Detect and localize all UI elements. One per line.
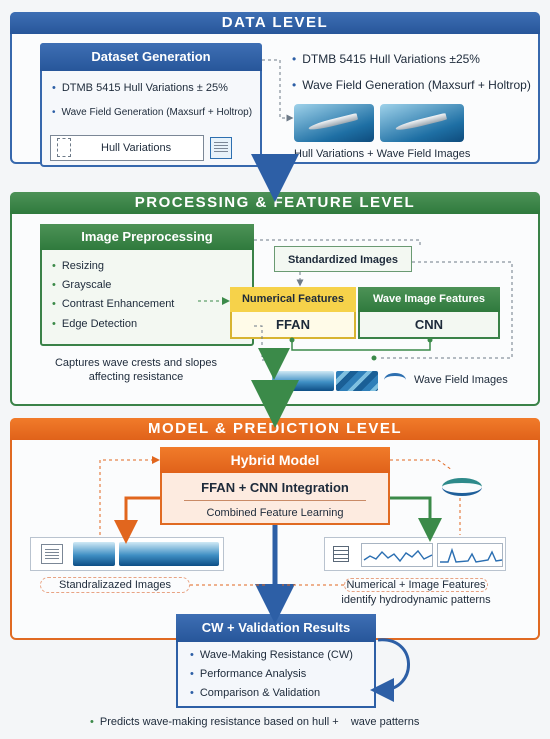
dash-preprocess-to-standardized <box>254 239 421 246</box>
loop-arrow-results <box>370 638 410 702</box>
hybrid-divider <box>184 500 366 501</box>
dataset-generation-title: Dataset Generation <box>40 43 262 71</box>
wave-field-image-2 <box>336 371 378 391</box>
results-item-cw: Wave-Making Resistance (CW) <box>190 649 353 661</box>
node-dot-3 <box>371 355 377 361</box>
dataset-item-wave: Wave Field Generation (Maxsurf + Holtrop… <box>52 107 253 118</box>
wave-field-images-label: Wave Field Images <box>414 374 508 386</box>
dash-wave-to-preprocess <box>254 325 272 361</box>
data-right-item-wave: Wave Field Generation (Maxsurf + Holtrop… <box>292 78 531 92</box>
standardized-images-label: Standardized Images <box>287 254 399 266</box>
hull-variations-chip: Hull Variations <box>50 135 204 161</box>
hybrid-integration-label: FFAN + CNN Integration <box>201 480 349 495</box>
ship-wave-image-2 <box>380 104 464 142</box>
ship-wave-image-1 <box>294 104 374 142</box>
left-caption-box: Standralizazed Images <box>40 577 190 593</box>
right-caption-line1: Numerical + Image Features <box>344 578 488 592</box>
image-preprocessing-title: Image Preprocessing <box>40 224 254 250</box>
processing-level-header: PROCESSING & FEATURE LEVEL <box>10 192 540 214</box>
dash-standardized-right <box>378 261 513 359</box>
left-wave-thumb <box>73 542 115 566</box>
numerical-features-title: Numerical Features <box>230 287 356 312</box>
page-icon <box>57 138 71 157</box>
right-caption-line2: identify hydrodynamic patterns <box>341 594 491 606</box>
preprocessing-contrast: Contrast Enhancement <box>52 298 175 310</box>
preprocessing-grayscale: Grayscale <box>52 279 112 291</box>
dash-dataset-to-images <box>262 59 294 122</box>
hybrid-model-box: Hybrid Model FFAN + CNN Integration Comb… <box>160 447 390 525</box>
footer-note: Predicts wave-making resistance based on… <box>90 716 419 728</box>
arrow-hybrid-to-left <box>114 496 160 544</box>
document-icon <box>210 137 232 159</box>
images-caption: Hull Variations + Wave Field Images <box>294 148 471 160</box>
preprocessing-edge: Edge Detection <box>52 318 137 330</box>
line-features-join <box>291 339 431 351</box>
standardized-images-box: Standardized Images <box>274 246 412 272</box>
line-chart-thumb-2 <box>437 543 503 567</box>
left-caption: Standralizazed Images <box>59 579 171 591</box>
preprocessing-caption: Captures wave crests and slopes affectin… <box>54 357 218 383</box>
table-icon <box>333 546 349 562</box>
hybrid-model-title: Hybrid Model <box>160 447 390 473</box>
arrow-hybrid-to-right <box>390 496 442 542</box>
left-document-icon <box>41 544 63 564</box>
cnn-label: CNN <box>414 317 444 332</box>
node-dot-2 <box>427 337 433 343</box>
dataset-item-hull: DTMB 5415 Hull Variations ± 25% <box>52 82 228 94</box>
model-level-header: MODEL & PREDICTION LEVEL <box>10 418 540 440</box>
line-chart-1-svg <box>363 549 433 563</box>
hull-variations-label: Hull Variations <box>101 142 172 154</box>
data-level-header: DATA LEVEL <box>10 12 540 34</box>
dash-hybrid-to-icon <box>390 459 453 471</box>
data-right-item-hull: DTMB 5415 Hull Variations ±25% <box>292 52 480 66</box>
wave-icon <box>384 373 406 387</box>
right-caption-box: Numerical + Image Features identify hydr… <box>341 577 491 607</box>
dataset-generation-box: Dataset Generation DTMB 5415 Hull Variat… <box>40 43 262 167</box>
line-chart-2-svg <box>440 547 503 563</box>
node-dot-1 <box>289 337 295 343</box>
model-icon <box>442 478 482 496</box>
hybrid-subtitle: Combined Feature Learning <box>206 507 344 519</box>
preprocessing-resizing: Resizing <box>52 260 104 272</box>
image-preprocessing-box: Image Preprocessing Resizing Grayscale C… <box>40 224 254 346</box>
line-chart-thumb-1 <box>361 543 433 567</box>
ffan-label: FFAN <box>276 317 310 332</box>
results-item-comparison: Comparison & Validation <box>190 687 320 699</box>
results-item-performance: Performance Analysis <box>190 668 306 680</box>
dash-left-to-hybrid <box>99 456 160 535</box>
wave-image-features-title: Wave Image Features <box>358 287 500 312</box>
right-chart-strip <box>324 537 506 571</box>
left-wave-panorama <box>119 542 219 566</box>
